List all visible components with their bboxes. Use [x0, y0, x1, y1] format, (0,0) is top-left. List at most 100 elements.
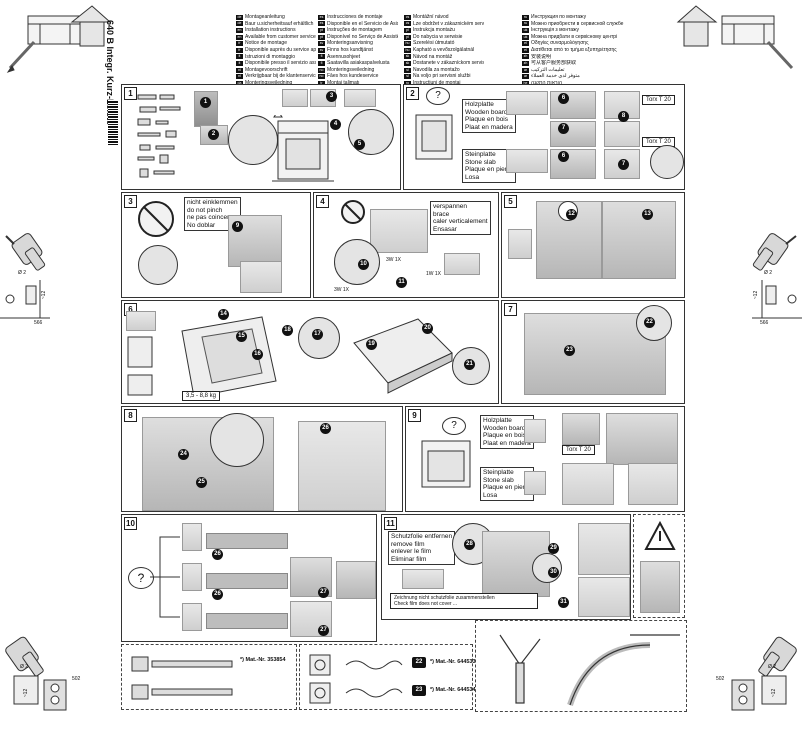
language-text: Οδηγίες συναρμολόγησης: [531, 40, 589, 47]
language-text: Do nabycia w serwisie: [413, 33, 463, 40]
door-open-drawing: [353, 318, 453, 394]
language-text: Notice de montage: [245, 40, 287, 47]
language-text: Kapható a vevőszolgálatnál: [413, 46, 475, 53]
language-text: Instrucțiuni de montaj: [413, 79, 461, 86]
photo-closeup-1: [194, 91, 218, 127]
language-text: 安装说明: [531, 53, 552, 60]
right-mid-dim-1: Ø 2: [764, 270, 773, 276]
step-27b-badge: 27: [318, 625, 329, 636]
language-code-badge: tr: [318, 80, 325, 86]
language-code-badge: ru: [522, 21, 529, 27]
cabinet-drawing: [415, 114, 453, 160]
language-code-badge: de: [236, 21, 243, 27]
language-code-badge: fi: [318, 54, 325, 60]
door-panel-drawing: [181, 316, 277, 398]
right-bottom-drill-drawing: [731, 636, 797, 711]
language-code-badge: sl: [404, 74, 411, 80]
step-29-badge: 29: [548, 543, 559, 554]
language-text: Lze obdržet v zákaznickém servisu: [413, 20, 484, 27]
step-26-badge: 26: [212, 549, 223, 560]
language-code-badge: en: [236, 34, 243, 40]
language-text: Можно приобрести в сервисной службе: [531, 20, 624, 27]
photo-panel-6a: [126, 311, 156, 331]
right-bottom-dim-2: ~12: [771, 688, 778, 698]
language-text: Disponível no Serviço de Assistência Téc…: [327, 33, 398, 40]
language-text: Saatavilla asiakaspalvelusta: [327, 60, 390, 67]
photo-wood-texture: [524, 419, 546, 443]
question-bubble: ?: [442, 417, 466, 435]
language-text: Montážní návod: [413, 14, 449, 20]
language-text: Monteringsanvisning: [327, 40, 373, 47]
photo-screw-4: [628, 463, 678, 505]
part-number-3: *) Mat.-Nr. 644534: [430, 687, 476, 693]
language-code-badge: pl: [404, 27, 411, 33]
language-code-badge: sk: [404, 60, 411, 66]
language-code-badge: he: [522, 80, 529, 86]
step-23-badge: 23: [564, 345, 575, 356]
branch-lines: [150, 536, 180, 618]
detail-circle-22: [636, 305, 672, 341]
badge-b: 23: [412, 685, 426, 696]
step-26b-badge: 26: [212, 589, 223, 600]
detail-circle-torx: [650, 145, 684, 179]
step-31-badge: 31: [558, 597, 569, 608]
step-18-badge: 18: [282, 325, 293, 336]
step-2-badge: 2: [208, 129, 219, 140]
step-21-badge: 21: [464, 359, 475, 370]
left-bottom-dim-3: 502: [72, 676, 81, 682]
panel-10: 10 ? 26 26 27 27: [121, 514, 377, 642]
panel-number: 3: [124, 195, 137, 208]
panel-accessory-cable: 22 *) Mat.-Nr. 644533 23 *) Mat.-Nr. 644…: [299, 644, 476, 710]
language-code-badge: sv: [318, 47, 325, 53]
language-text: Disponibile presso il servizio assistenz…: [245, 60, 316, 67]
top-right-cabinet-drawing: [676, 5, 794, 70]
left-mid-dim-1: Ø 2: [18, 270, 27, 276]
language-code-badge: pl: [404, 34, 411, 40]
step-14-badge: 14: [218, 309, 229, 320]
right-mid-dim-3: 566: [760, 320, 769, 326]
language-code-badge: pt: [318, 27, 325, 33]
language-code-badge: sv: [318, 41, 325, 47]
language-code-badge: pt: [318, 34, 325, 40]
language-text: Asennusohjeet: [327, 53, 361, 60]
photo-wood-2: [550, 91, 596, 119]
left-bottom-dim-1: Ø 2: [20, 664, 29, 670]
language-text: Návod na montáž: [413, 53, 453, 60]
photo-stone-3: [604, 149, 640, 179]
language-text: Verkrijgbaar bij de klantenservice: [245, 73, 316, 80]
panel-number: 2: [406, 87, 419, 100]
panel-number: 11: [384, 517, 397, 530]
photo-side-1: [182, 523, 202, 551]
photo-dims: [578, 577, 630, 617]
language-text: Fåes hos kundeservice: [327, 73, 379, 80]
photo-screw-1: [562, 413, 600, 445]
part-number-2: *) Mat.-Nr. 644533: [430, 659, 476, 665]
dim-3w1x-b: 3W 1X: [386, 257, 402, 263]
question-bubble: ?: [128, 567, 154, 589]
step-25-badge: 25: [196, 477, 207, 488]
torx-label-1: Torx T 20: [642, 95, 675, 105]
step-16-badge: 16: [252, 349, 263, 360]
language-text: Monteringsvejledning: [245, 79, 293, 86]
panel-7: 7 22 23: [501, 300, 685, 404]
right-mid-dim-2: ~12: [753, 290, 760, 300]
language-text: Διατίθεται από το τμήμα εξυπηρέτησης: [531, 46, 617, 53]
language-text: Baur u.sicherheitsauf erhältlich: [245, 20, 314, 27]
step-1-badge: 1: [200, 97, 211, 108]
language-text: Instrucciones de montaje: [327, 14, 383, 20]
language-code-badge: ro: [404, 80, 411, 86]
